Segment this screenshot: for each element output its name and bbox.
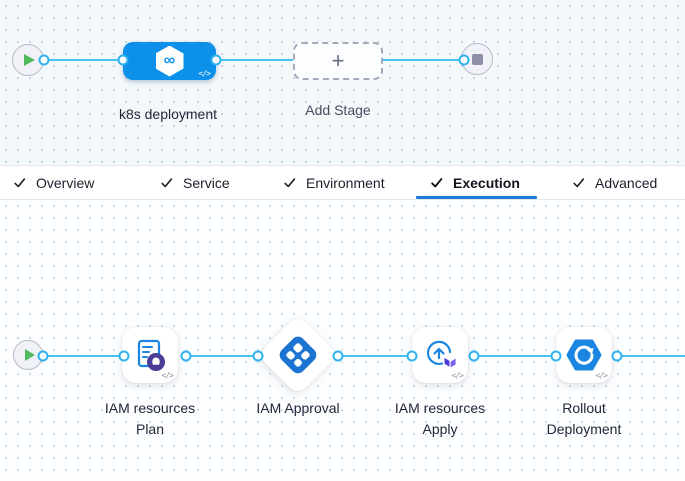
add-stage-label: Add Stage xyxy=(305,102,371,118)
check-icon xyxy=(284,177,296,187)
terraform-apply-icon xyxy=(427,340,456,368)
step-label-apply: IAM resources Apply xyxy=(394,400,486,437)
stop-icon xyxy=(471,53,483,65)
step-iam-approval[interactable] xyxy=(256,313,340,397)
code-icon: </> xyxy=(451,371,464,380)
infinity-glyph: ∞ xyxy=(163,52,176,69)
connector-dot xyxy=(468,350,480,362)
add-stage-button[interactable]: + xyxy=(293,42,383,80)
pipeline-start-node[interactable] xyxy=(12,44,44,76)
connector-dot xyxy=(38,54,50,66)
plus-icon: + xyxy=(331,48,345,73)
stage-config-tabbar: Overview Service Environment Execution A… xyxy=(0,165,685,200)
rollout-deployment-icon xyxy=(566,339,602,371)
check-icon xyxy=(431,177,443,187)
tab-environment[interactable]: Environment xyxy=(283,166,385,199)
edge xyxy=(338,355,412,357)
connector-dot xyxy=(611,350,623,362)
tab-execution[interactable]: Execution xyxy=(430,166,520,199)
code-icon: </> xyxy=(595,371,608,380)
edge-start-to-stage xyxy=(44,59,123,61)
tab-advanced[interactable]: Advanced xyxy=(572,166,657,199)
connector-dot xyxy=(210,54,222,66)
terraform-plan-icon xyxy=(137,339,165,371)
connector-dot xyxy=(458,54,470,66)
connector-dot xyxy=(550,350,562,362)
edge xyxy=(186,355,258,357)
connector-dot xyxy=(406,350,418,362)
code-icon: </> xyxy=(198,69,211,78)
connector-dot xyxy=(118,350,130,362)
tab-service[interactable]: Service xyxy=(160,166,230,199)
check-icon xyxy=(14,177,26,187)
connector-dot xyxy=(117,54,129,66)
step-label-approval: IAM Approval xyxy=(256,400,340,416)
step-label-rollout: Rollout Deployment xyxy=(546,400,622,437)
approval-icon xyxy=(276,333,320,377)
step-rollout-deployment[interactable]: </> xyxy=(556,327,612,383)
check-icon xyxy=(573,177,585,187)
connector-dot xyxy=(37,350,49,362)
code-icon: </> xyxy=(161,371,174,380)
play-icon xyxy=(24,54,35,66)
edge xyxy=(474,355,556,357)
check-icon xyxy=(161,177,173,187)
edge xyxy=(617,355,685,357)
edge xyxy=(43,355,124,357)
cd-stage-icon: ∞ xyxy=(155,45,184,77)
connector-dot xyxy=(180,350,192,362)
connector-dot xyxy=(252,350,264,362)
active-tab-indicator xyxy=(416,196,537,199)
step-iam-resources-plan[interactable]: </> xyxy=(122,327,178,383)
stage-canvas: ∞ </> + k8s deployment Add Stage xyxy=(0,0,685,165)
connector-dot xyxy=(332,350,344,362)
stage-node-k8s-deployment[interactable]: ∞ </> xyxy=(123,42,216,80)
execution-canvas: </> </> </> IAM resources Plan xyxy=(0,200,685,481)
play-icon xyxy=(24,349,35,361)
stage-label: k8s deployment xyxy=(118,106,218,122)
tab-overview[interactable]: Overview xyxy=(13,166,94,199)
step-iam-resources-apply[interactable]: </> xyxy=(412,327,468,383)
step-label-plan: IAM resources Plan xyxy=(104,400,196,437)
